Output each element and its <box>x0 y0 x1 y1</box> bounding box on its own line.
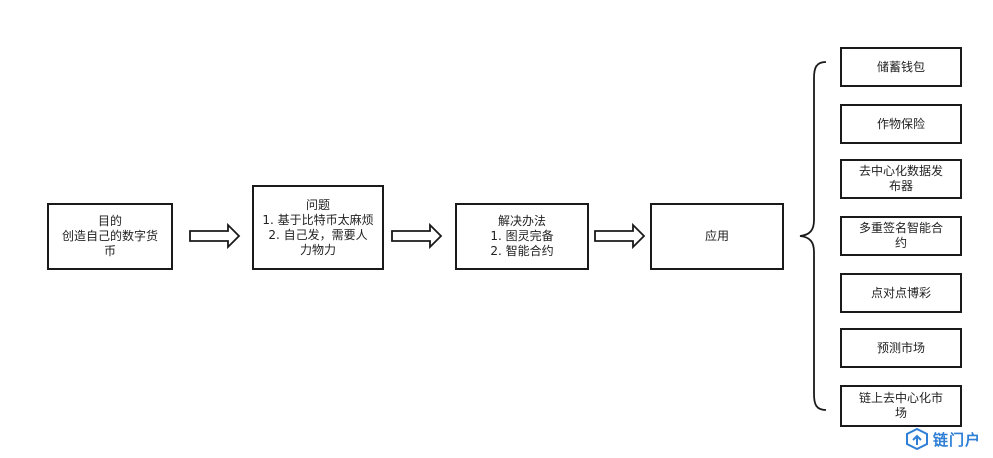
goal-node-line: 目的 <box>97 214 122 228</box>
application-item: 多重签名智能合约 <box>840 216 962 256</box>
link-logo-icon <box>906 428 928 450</box>
goal-node: 目的 创造自己的数字货 币 <box>47 203 173 270</box>
application-item-line: 作物保险 <box>876 116 925 131</box>
application-item-line: 多重签名智能合 <box>858 221 943 235</box>
brace <box>799 61 827 411</box>
application-item: 预测市场 <box>840 328 962 368</box>
application-item-line: 预测市场 <box>876 340 925 355</box>
application-node-line: 应用 <box>704 229 729 243</box>
application-item-line: 去中心化数据发 <box>858 164 943 178</box>
application-item: 链上去中心化市场 <box>840 385 962 427</box>
problem-node-line: 问题 <box>305 197 330 212</box>
site-logo: 链门户 <box>905 428 981 450</box>
application-item-line: 场 <box>894 406 907 420</box>
application-item: 储蓄钱包 <box>840 47 962 87</box>
application-item-line: 布器 <box>888 179 913 193</box>
arrow-goal-to-problem <box>189 222 241 250</box>
problem-node: 问题 1. 基于比特币太麻烦 2. 自己发，需要人 力物力 <box>252 185 384 270</box>
solution-node: 解决办法 1. 图灵完备 2. 智能合约 <box>455 203 589 270</box>
goal-node-line: 创造自己的数字货 <box>61 229 158 243</box>
solution-node-line: 解决办法 <box>497 214 546 228</box>
application-item: 点对点博彩 <box>840 273 962 313</box>
application-item-line: 约 <box>894 236 907 250</box>
application-item: 作物保险 <box>840 104 962 144</box>
logo-text: 链门户 <box>933 430 982 449</box>
application-node: 应用 <box>650 203 784 270</box>
application-item-line: 储蓄钱包 <box>876 59 925 74</box>
application-item-line: 链上去中心化市 <box>858 391 943 405</box>
solution-node-line: 1. 图灵完备 <box>490 229 554 243</box>
arrow-solution-to-application <box>594 222 646 250</box>
problem-node-line: 1. 基于比特币太麻烦 <box>262 212 374 227</box>
arrow-problem-to-solution <box>391 222 443 250</box>
problem-node-line: 力物力 <box>299 242 336 257</box>
problem-node-line: 2. 自己发，需要人 <box>268 227 368 242</box>
solution-node-line: 2. 智能合约 <box>490 244 554 258</box>
goal-node-line: 币 <box>103 244 116 258</box>
application-item: 去中心化数据发布器 <box>840 159 962 199</box>
application-item-line: 点对点博彩 <box>870 285 931 300</box>
